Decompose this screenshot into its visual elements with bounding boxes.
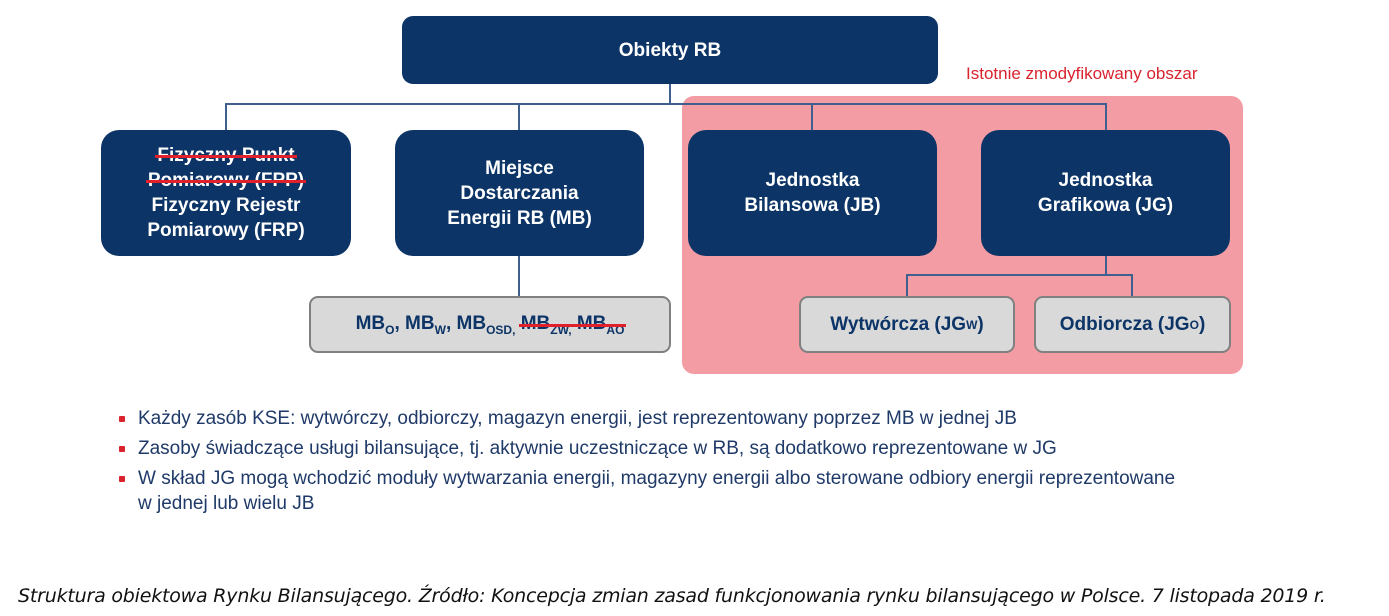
node-jb: Jednostka Bilansowa (JB) [688, 130, 937, 256]
mb-type-osd: MBOSD, [456, 312, 516, 337]
node-mb-line3: Energii RB (MB) [447, 207, 592, 229]
bullet-item: W skład JG mogą wchodzić moduły wytwarza… [118, 466, 1178, 516]
connector-to-mb [518, 103, 520, 131]
node-frp-line2: Pomiarowy (FRP) [147, 220, 305, 241]
connector-jg-horizontal [906, 274, 1133, 276]
node-frp: Fizyczny Punkt Pomiarowy (FPP) Fizyczny … [101, 130, 351, 256]
bullet-item: Każdy zasób KSE: wytwórczy, odbiorczy, m… [118, 406, 1268, 431]
mb-type-ao: MBAO [576, 312, 625, 337]
node-frp-struck-line2: Pomiarowy (FPP) [147, 170, 305, 191]
node-obiekty-rb-label: Obiekty RB [618, 39, 722, 61]
node-mb: Miejsce Dostarczania Energii RB (MB) [395, 130, 644, 256]
node-jb-line2: Bilansowa (JB) [744, 195, 881, 216]
modified-area-label: Istotnie zmodyfikowany obszar [966, 64, 1198, 83]
node-frp-line1: Fizyczny Rejestr [151, 195, 301, 216]
connector-root-down [669, 84, 671, 104]
connector-mb-to-types [518, 255, 520, 297]
node-jb-line1: Jednostka [765, 170, 860, 191]
node-mb-line1: Miejsce [485, 157, 554, 179]
connector-to-jg-w [906, 274, 908, 297]
mb-type-zw: MBZW, [520, 312, 572, 337]
connector-top-horizontal [225, 103, 1107, 105]
mb-type-w: MBW, [405, 312, 452, 337]
node-jg: Jednostka Grafikowa (JG) [981, 130, 1230, 256]
node-mb-types: MBO, MBW, MBOSD, MBZW, MBAO [309, 296, 671, 353]
mb-types-struck: MBZW, MBAO [521, 313, 625, 337]
mb-type-o: MBO, [355, 312, 400, 337]
bullet-list: Każdy zasób KSE: wytwórczy, odbiorczy, m… [118, 406, 1268, 521]
node-obiekty-rb: Obiekty RB [402, 16, 938, 84]
node-jg-line2: Grafikowa (JG) [1037, 195, 1174, 216]
bullet-item: Zasoby świadczące usługi bilansujące, tj… [118, 436, 1268, 461]
connector-to-frp [225, 103, 227, 131]
node-frp-struck-line1: Fizyczny Punkt [157, 145, 295, 166]
connector-to-jg [1105, 103, 1107, 131]
connector-to-jb [811, 103, 813, 131]
connector-jg-down [1105, 255, 1107, 275]
connector-to-jg-o [1131, 274, 1133, 297]
node-jg-line1: Jednostka [1058, 170, 1153, 191]
figure-caption: Struktura obiektowa Rynku Bilansującego.… [18, 585, 1326, 607]
node-mb-line2: Dostarczania [460, 182, 579, 204]
